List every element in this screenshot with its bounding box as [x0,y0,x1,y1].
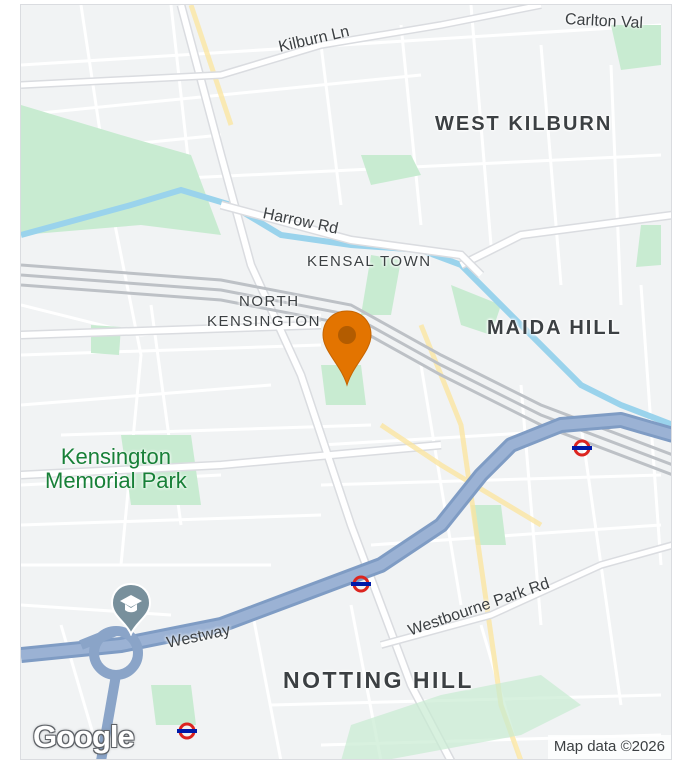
underground-icon[interactable] [176,722,198,740]
park-small-6 [636,225,661,267]
park-small-5 [151,685,196,725]
park-small-7 [471,505,506,545]
map-canvas[interactable] [21,5,672,760]
park-small-4 [451,285,501,335]
park-small-3 [611,25,661,70]
westway-interchange [79,626,143,759]
park-kensal [361,255,401,315]
location-pin-icon[interactable] [319,307,375,389]
park-strip [341,675,581,759]
map-attribution[interactable]: Map data ©2026 [547,735,671,759]
underground-icon[interactable] [350,575,372,593]
map-frame[interactable]: WEST KILBURN KENSAL TOWN NORTH KENSINGTO… [20,4,672,760]
underground-icon[interactable] [571,439,593,457]
park-small-1 [361,155,421,185]
school-icon[interactable] [110,582,152,637]
park-wormwood [21,105,221,235]
major-streets-fill [21,5,671,759]
park-north-ken [321,365,366,405]
google-logo: Google [33,719,135,754]
